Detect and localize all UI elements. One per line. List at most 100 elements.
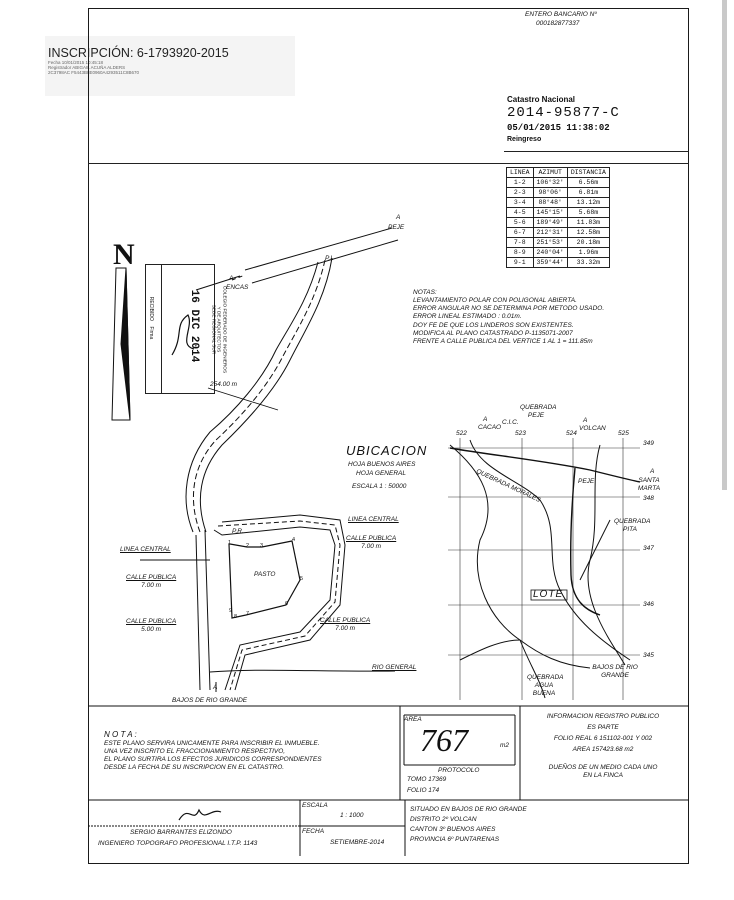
registro-es-parte: ES PARTE: [587, 724, 619, 732]
header-divider: [504, 151, 689, 152]
situado: SITUADO EN BAJOS DE RIO GRANDE: [410, 806, 527, 813]
seal-side-column: [146, 265, 162, 393]
calle-publica-right-1-name: CALLE PUBLICA: [346, 535, 397, 542]
calle-publica-right-2-name: CALLE PUBLICA: [320, 617, 371, 624]
footer-note-line: EL PLANO SURTIRA LOS EFECTOS JURIDICOS C…: [104, 756, 322, 764]
seal-text: COLEGIO FEDERADO DE INGENIEROS Y DE ARQU…: [211, 264, 227, 394]
seal-signature-label: Firma: [148, 326, 154, 340]
registro-publico: INFORMACION REGISTRO PUBLICO ES PARTE FO…: [523, 713, 683, 780]
pr-label: P.R.: [232, 528, 244, 535]
footer-note-line: DESDE LA FECHA DE SU INSCRIPCION EN EL C…: [104, 764, 285, 772]
inscription-date: Fecha 10/01/2015 10:45:18: [48, 60, 104, 65]
escala-label: ESCALA: [302, 802, 328, 809]
seal-line-2: Y DE ARQUITECTOS: [216, 306, 222, 353]
notes-line: ERROR ANGULAR NO SE DETERMINA POR METODO…: [413, 305, 605, 313]
notes-line: ERROR LINEAL ESTIMADO : 0.01m.: [413, 313, 522, 321]
quebrada-agua-buena-label: QUEBRADA AGUA BUENA: [527, 674, 564, 698]
footer-note-line: UNA VEZ INSCRITO EL FRACCIONAMIENTO RESP…: [104, 748, 286, 756]
north-arrow: [111, 267, 131, 421]
north-label: N: [113, 238, 135, 271]
registro-folio-real: FOLIO REAL 6 151102-001 Y 002: [553, 735, 653, 743]
location-hoja: HOJA BUENOS AIRES: [348, 461, 416, 468]
cic-label: C.I.C.: [502, 419, 519, 426]
rio-general-label: RIO GENERAL: [372, 664, 417, 671]
footer-note-line: ESTE PLANO SERVIRA UNICAMENTE PARA INSCR…: [104, 740, 320, 747]
catastro-block: Catastro Nacional 2014-95877-C 05/01/201…: [507, 95, 620, 143]
calle-publica-right-1: CALLE PUBLICA 7.00 m: [346, 535, 396, 551]
calle-publica-left-2: CALLE PUBLICA 5.00 m: [126, 618, 176, 634]
location-grid-right-label: 346: [643, 601, 654, 608]
inscription-stamp: INSCRIPCIÓN: 6-1793920-2015 Fecha 10/01/…: [45, 36, 295, 96]
provincia: PROVINCIA 6º PUNTARENAS: [410, 836, 500, 844]
volcan-label: VOLCAN: [579, 425, 606, 432]
location-grid-top-label: 522: [456, 430, 467, 437]
footer-note-title: N O T A :: [104, 730, 137, 739]
footer-note-lines: ESTE PLANO SERVIRA UNICAMENTE PARA INSCR…: [104, 740, 322, 773]
notes-line: MODIFICA AL PLANO CATASTRADO P-1135071-2…: [413, 329, 573, 337]
survey-table-cell: 359°44': [532, 257, 568, 268]
calle-publica-left-1: CALLE PUBLICA 7.00 m: [126, 574, 176, 590]
vertex-label: 1: [228, 540, 232, 546]
distance-arrow: [207, 387, 279, 411]
registro-en-la-finca: EN LA FINCA: [583, 771, 623, 779]
surveyor-signature: [178, 808, 222, 821]
location-map-grid: [448, 438, 640, 700]
lot-boundary: [228, 540, 301, 619]
location-grid-right-label: 348: [643, 495, 654, 502]
seal-received: RECIBIDO: [148, 296, 154, 321]
calle-publica-left-2-width: 5.00 m: [141, 626, 162, 634]
inscription-registrar: Registrador ABIGAIL ACUÑA ALDERS: [48, 65, 126, 70]
vertex-label: 5: [300, 576, 304, 582]
notes-line: LEVANTAMIENTO POLAR CON POLIGONAL ABIERT…: [413, 297, 577, 305]
scan-edge-bar: [722, 0, 727, 490]
registro-area: AREA 157423.68 m2: [572, 746, 634, 754]
pi-label: P.I.: [325, 255, 334, 262]
notes-line: DOY FE DE QUE LOS LINDEROS SON EXISTENTE…: [413, 321, 574, 329]
winding-road: [185, 257, 333, 533]
catastro-number: 2014-95877-C: [507, 105, 620, 121]
lote-label: LOTE: [533, 589, 564, 600]
bajos-label: BAJOS DE RIO GRANDE: [172, 697, 248, 704]
catastro-label: Catastro Nacional: [507, 95, 576, 104]
seal-signature: [171, 314, 195, 356]
location-grid-top-label: 525: [618, 430, 629, 437]
vertex-label: 3: [260, 543, 264, 549]
notes-title: NOTAS:: [413, 289, 437, 296]
location-grid-top-label: 523: [515, 430, 526, 437]
vertex-label: 7: [246, 611, 250, 617]
entero-bancario-label: ENTERO BANCARIO Nº: [525, 11, 597, 18]
location-grid-right-label: 349: [643, 440, 654, 447]
volcan-arrow-label: A: [583, 417, 588, 424]
catastro-datetime: 05/01/2015 11:38:02: [507, 123, 610, 133]
fecha-value: SETIEMBRE-2014: [330, 839, 385, 846]
seal-line-3: SEDE REGIONAL SUR: [211, 304, 217, 355]
engineers-seal: RECIBIDO Firma 16 DIC 2014 COLEGIO FEDER…: [145, 264, 227, 394]
rio-general-line: [209, 669, 396, 673]
location-title: UBICACION: [346, 443, 428, 458]
vertex-label: 2: [246, 543, 250, 549]
calle-publica-right-2: CALLE PUBLICA 7.00 m: [320, 617, 370, 633]
cacao-label: CACAO: [478, 424, 502, 431]
area-label: AREA: [404, 716, 422, 723]
notes: NOTAS: LEVANTAMIENTO POLAR CON POLIGONAL…: [413, 289, 604, 346]
location-map-rivers: [449, 439, 631, 699]
canton: CANTON 3º BUENOS AIRES: [410, 826, 496, 834]
vertex-label: 8: [234, 614, 238, 620]
plan-sheet: [88, 8, 689, 864]
pasto-label: PASTO: [254, 571, 276, 578]
notes-line: FRENTE A CALLE PUBLICA DEL VERTICE 1 AL …: [413, 337, 593, 345]
seal-side-text: RECIBIDO Firma: [148, 268, 154, 368]
linea-central-right: LINEA CENTRAL: [348, 516, 399, 523]
location-grid-top-label: 524: [566, 430, 577, 437]
inscription-hash: 2C3798AC F5443B8E0960A4293511C8B670: [48, 70, 139, 75]
fecha-label: FECHA: [302, 828, 325, 835]
folio: FOLIO 174: [407, 787, 440, 794]
escala-value: 1 : 1000: [340, 812, 364, 819]
distrito: DISTRITO 2º VOLCAN: [410, 816, 477, 824]
location-scale: ESCALA 1 : 50000: [352, 483, 407, 490]
notes-lines: LEVANTAMIENTO POLAR CON POLIGONAL ABIERT…: [413, 297, 604, 346]
distance-label: 254.00 m: [210, 381, 238, 388]
peje-arrow-label: A: [396, 214, 401, 221]
calle-publica-right-1-width: 7.00 m: [361, 543, 382, 551]
